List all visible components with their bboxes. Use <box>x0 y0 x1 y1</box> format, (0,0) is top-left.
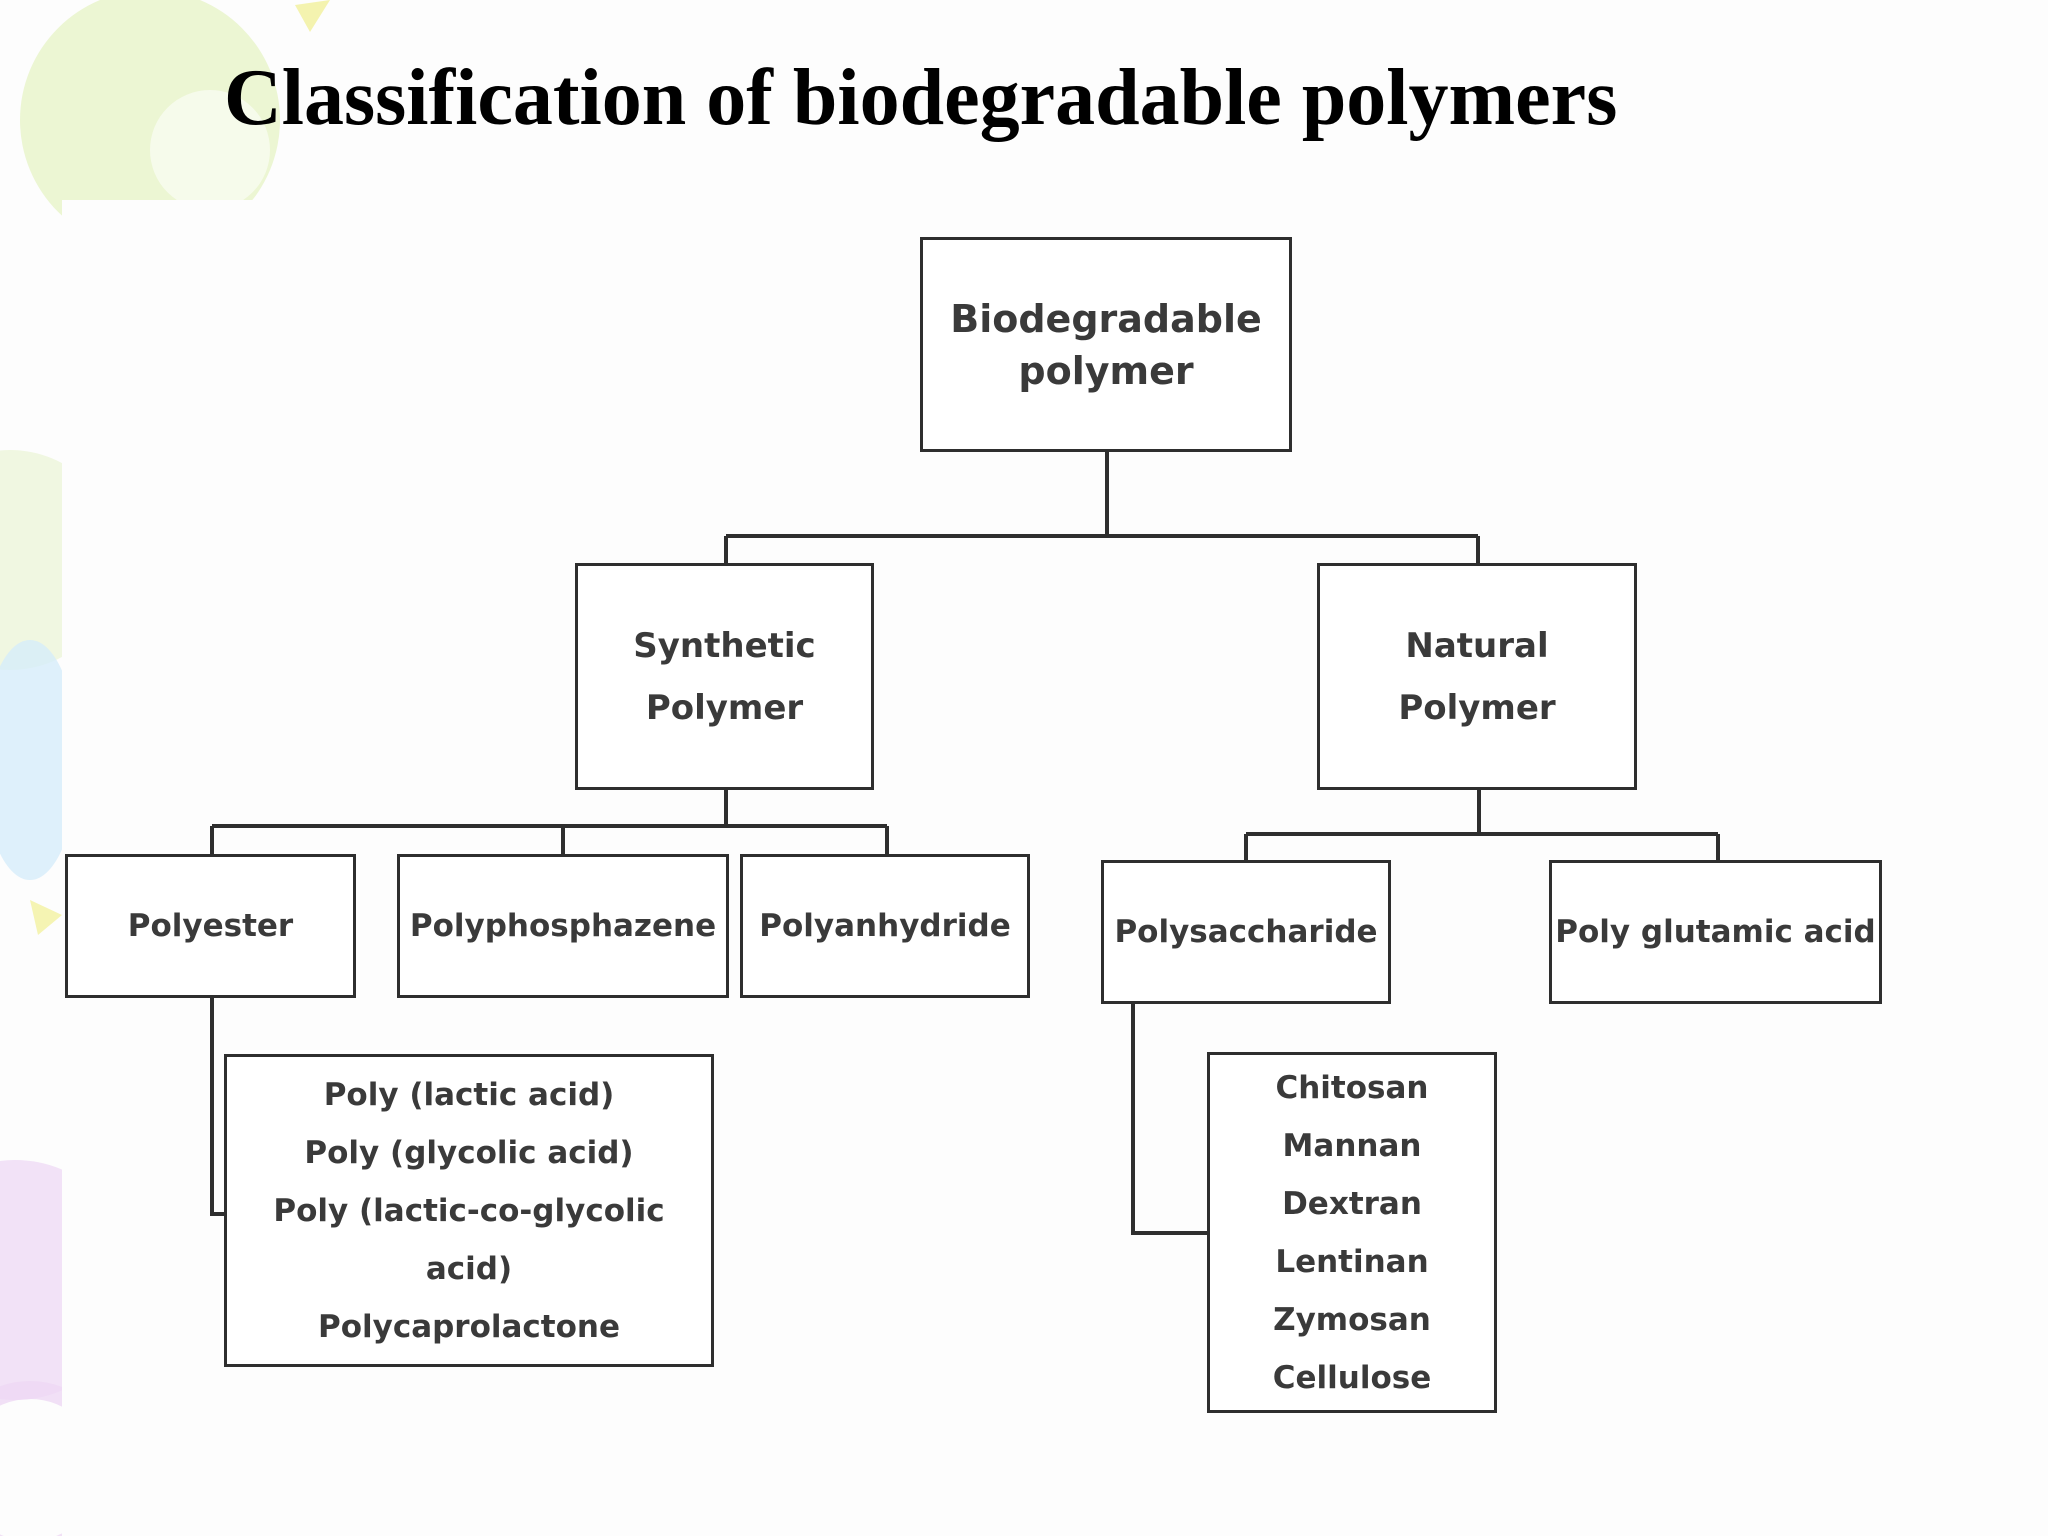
poly-glutamic-acid-label: Poly glutamic acid <box>1555 914 1876 950</box>
polysaccharide-member: Mannan <box>1282 1127 1422 1164</box>
root-node-line: Biodegradable <box>950 296 1262 341</box>
polyester-member: Poly (glycolic acid) <box>304 1134 634 1171</box>
polysaccharide-member: Chitosan <box>1275 1069 1429 1106</box>
polysaccharide-members-box: Chitosan Mannan Dextran Lentinan Zymosan… <box>1207 1052 1497 1413</box>
connector-root-to-types <box>724 450 1480 565</box>
synthetic-polymer-line: Synthetic <box>633 625 816 666</box>
root-node-line: polymer <box>1018 348 1194 393</box>
synthetic-polymer-line: Polymer <box>645 687 804 728</box>
slide-title: Classification of biodegradable polymers <box>224 54 1618 142</box>
synthetic-polymer-node: Synthetic Polymer <box>575 563 874 790</box>
decor-blue-arc <box>0 640 78 880</box>
polyester-member: Polycaprolactone <box>317 1308 621 1345</box>
polysaccharide-node: Polysaccharide <box>1101 860 1391 1004</box>
polyester-member: Poly (lactic-co-glycolic acid) <box>273 1192 665 1287</box>
polyphosphazene-label: Polyphosphazene <box>409 908 717 944</box>
polyester-members-box: Poly (lactic acid) Poly (glycolic acid) … <box>224 1054 714 1367</box>
connector-polyester-to-members <box>210 997 226 1216</box>
polyanhydride-node: Polyanhydride <box>740 854 1030 998</box>
natural-polymer-node: Natural Polymer <box>1317 563 1637 790</box>
polyester-node: Polyester <box>65 854 356 998</box>
polysaccharide-member: Zymosan <box>1273 1301 1431 1338</box>
polysaccharide-member: Lentinan <box>1275 1243 1429 1280</box>
poly-glutamic-acid-node: Poly glutamic acid <box>1549 860 1882 1004</box>
connector-polysaccharide-to-members <box>1131 1002 1210 1235</box>
polyphosphazene-node: Polyphosphazene <box>397 854 729 998</box>
decor-yellow-shard <box>30 900 62 935</box>
connector-natural-to-children <box>1244 788 1720 862</box>
polysaccharide-label: Polysaccharide <box>1114 914 1378 950</box>
natural-polymer-line: Polymer <box>1398 687 1556 728</box>
polyanhydride-label: Polyanhydride <box>759 908 1011 944</box>
decor-yellow-shard <box>295 0 330 32</box>
polysaccharide-member: Dextran <box>1282 1185 1422 1222</box>
decor-green-ring <box>150 90 270 210</box>
connector-synthetic-to-children <box>210 788 889 856</box>
polyester-label: Polyester <box>127 908 294 944</box>
polyester-member: Poly (lactic acid) <box>323 1076 615 1113</box>
polysaccharide-member: Cellulose <box>1272 1359 1432 1396</box>
root-node: Biodegradable polymer <box>920 237 1292 452</box>
natural-polymer-line: Natural <box>1405 625 1549 666</box>
